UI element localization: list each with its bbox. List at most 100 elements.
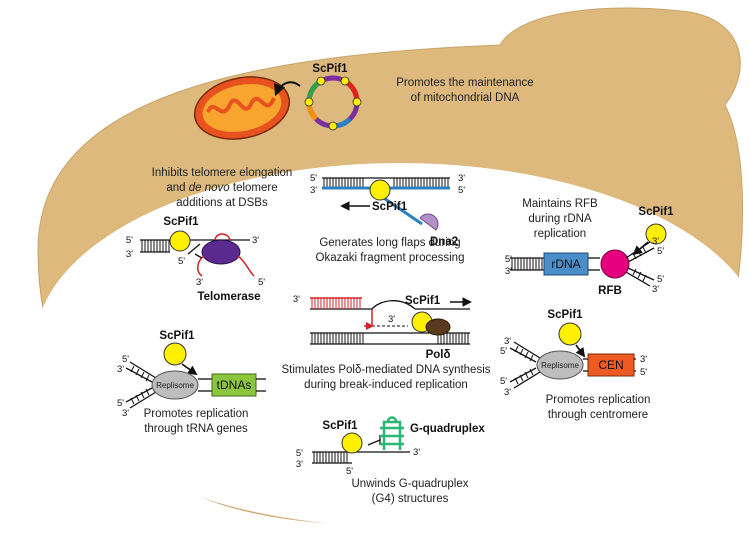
trna-end-5a: 5': [122, 354, 129, 365]
rdna-box: [543, 252, 589, 276]
g4-caption-line1: Unwinds G-quadruplex: [352, 478, 469, 490]
tel-end-3b: 3': [252, 235, 259, 246]
bir-end-3b: 3': [388, 314, 395, 325]
trna-replisome-label: Replisome: [156, 381, 194, 390]
bir-panel: 3' 3' ScPif1 Polδ Stimulates Polδ-mediat…: [281, 294, 490, 391]
cen-caption-line2: through centromere: [548, 409, 648, 421]
okazaki-caption-line2: Okazaki fragment processing: [316, 252, 465, 264]
rfb-end-3b: 3': [652, 236, 659, 247]
cen-caption-line1: Promotes replication: [546, 394, 651, 406]
rfb-caption-line3: replication: [534, 228, 586, 240]
g4-structure-label: G-quadruplex: [410, 423, 485, 435]
trna-end-5b: 5': [117, 398, 124, 409]
dna2-label: Dna2: [430, 236, 458, 248]
telomerase-label: Telomerase: [197, 291, 260, 303]
okazaki-pif1-label: ScPif1: [372, 201, 408, 213]
rfb-panel: Maintains RFB during rDNA replication Sc…: [505, 198, 674, 297]
okazaki-end-3a: 3': [310, 185, 317, 196]
rfb-end-3c: 3': [652, 284, 659, 295]
g-quadruplex-icon: [380, 416, 404, 450]
mito-caption-line1: Promotes the maintenance: [396, 77, 533, 89]
okazaki-end-5b: 5': [458, 185, 465, 196]
cen-box: [587, 353, 635, 377]
rdna-label: rDNA: [551, 257, 580, 271]
cen-end-5b: 5': [500, 376, 507, 387]
telomere-duplex: [140, 233, 255, 277]
telomere-caption-line1: Inhibits telomere elongation: [152, 167, 293, 179]
tel-end-5b: 5': [178, 256, 185, 267]
tel-end-5c: 5': [258, 277, 265, 288]
g4-panel: ScPif1 G-quadruplex 5' 3' 5' 3' Unwinds …: [296, 416, 485, 505]
tdnas-label: tDNAs: [217, 378, 252, 392]
inhibition-bar: [187, 243, 201, 255]
g4-end-5b: 5': [346, 466, 353, 477]
cen-end-3a: 3': [504, 336, 511, 347]
pol-delta-icon: [425, 318, 451, 336]
trna-caption-line1: Promotes replication: [144, 408, 249, 420]
mitochondria-panel: ScPif1 Promotes the maintenance of mitoc…: [193, 63, 534, 140]
rfb-pif1-label: ScPif1: [638, 206, 674, 218]
okazaki-panel: 5' 3' 3' 5' ScPif1 Dna2 Generates long f…: [310, 173, 465, 264]
rfb-end-3a: 3': [505, 266, 512, 277]
tel-end-5a: 5': [126, 235, 133, 246]
bir-caption-line2: during break-induced replication: [304, 379, 468, 391]
okazaki-caption-line1: Generates long flaps during: [319, 237, 460, 249]
arrow-icon: [274, 81, 301, 97]
trna-end-3b: 3': [122, 408, 129, 419]
okazaki-end-5a: 5': [310, 173, 317, 184]
rfb-caption-line1: Maintains RFB: [522, 198, 598, 210]
mitochondrion-icon: [193, 76, 291, 140]
telomere-pif1-label: ScPif1: [163, 216, 199, 228]
telomere-caption-line3: additions at DSBs: [176, 197, 268, 209]
pol-delta-label: Polδ: [426, 349, 451, 361]
rfb-label: RFB: [598, 285, 622, 297]
cen-end-5c: 5': [640, 367, 647, 378]
telomere-panel: Inhibits telomere elongation and de novo…: [126, 167, 292, 303]
bir-caption-line1: Stimulates Polδ-mediated DNA synthesis: [281, 364, 490, 376]
cen-replisome-label: Replisome: [541, 361, 579, 370]
rfb-end-5c: 5': [657, 274, 664, 285]
trna-caption-line2: through tRNA genes: [144, 423, 248, 435]
dna2-icon: [419, 213, 439, 231]
inhibition-bar: [367, 439, 381, 446]
pif1-trna-icon: [163, 342, 187, 366]
cen-label: CEN: [598, 358, 623, 372]
trna-end-3a: 3': [117, 364, 124, 375]
rfb-caption-line2: during rDNA: [528, 213, 592, 225]
arrow-icon: [181, 363, 198, 376]
trna-pif1-label: ScPif1: [159, 330, 195, 342]
pif1-telomere-icon: [169, 230, 191, 252]
rfb-duplex: rDNA: [510, 241, 655, 287]
telomere-caption-line2: and de novo telomere: [166, 182, 277, 194]
bir-pif1-label: ScPif1: [405, 295, 441, 307]
g4-end-5a: 5': [296, 448, 303, 459]
tel-end-3c: 3': [196, 277, 203, 288]
rfb-barrier-icon: [600, 249, 630, 279]
mito-caption-line2: of mitochondrial DNA: [411, 92, 520, 104]
cell-outline: [35, 7, 750, 527]
g4-end-3b: 3': [413, 447, 420, 458]
g4-end-3a: 3': [296, 459, 303, 470]
pif1-rfb-icon: [645, 223, 667, 245]
mito-pif1-label: ScPif1: [312, 63, 348, 75]
cen-end-3c: 3': [640, 354, 647, 365]
cen-pif1-label: ScPif1: [547, 309, 583, 321]
cen-end-3b: 3': [504, 387, 511, 398]
tel-end-3a: 3': [126, 249, 133, 260]
replisome-icon: [536, 350, 584, 380]
rfb-end-5b: 5': [657, 246, 664, 257]
trna-panel: ScPif1 Replisome tDNAs 5' 3' 5' 3' Promo…: [117, 330, 266, 435]
cen-panel: ScPif1 Replisome CEN 3' 5' 5' 3' 3' 5' P…: [500, 309, 650, 421]
pif1-cen-icon: [558, 322, 582, 346]
pif1-g4-icon: [341, 432, 363, 454]
pif1-okazaki-icon: [369, 179, 391, 201]
replisome-icon: [151, 370, 199, 400]
g4-pif1-label: ScPif1: [322, 420, 358, 432]
tdnas-box: [211, 373, 257, 397]
g4-caption-line2: (G4) structures: [372, 493, 449, 505]
mtdna-circle-icon: [304, 75, 362, 131]
cen-end-5a: 5': [500, 346, 507, 357]
bir-end-3a: 3': [293, 294, 300, 305]
okazaki-end-3b: 3': [458, 173, 465, 184]
